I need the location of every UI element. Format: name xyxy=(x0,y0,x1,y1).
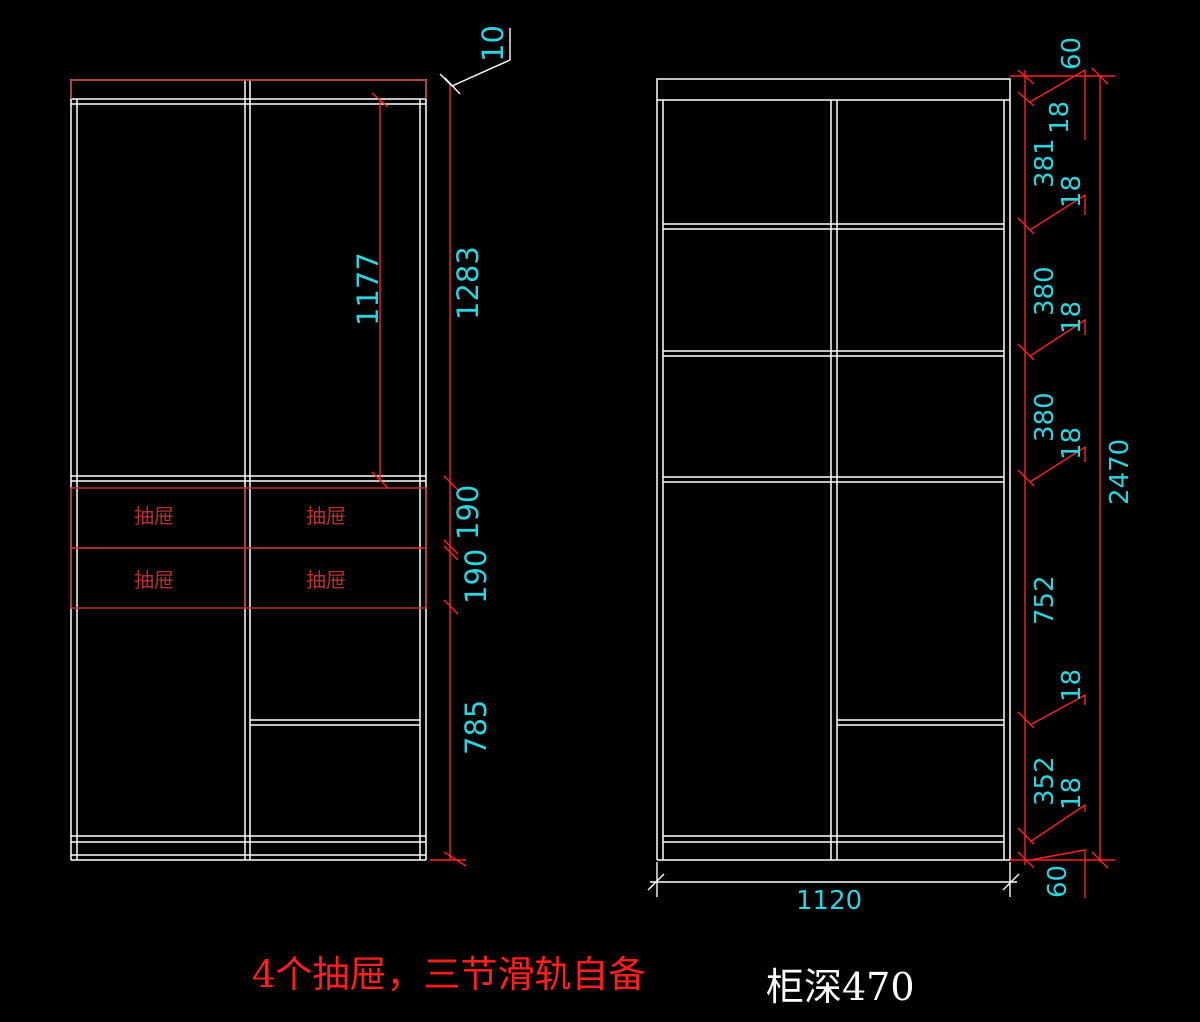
dim-inner-height: 1177 xyxy=(351,252,385,326)
width-dimension-line xyxy=(647,862,1020,897)
drawer-label-3: 抽屉 xyxy=(134,568,174,592)
dim-space-2: 380 xyxy=(1030,266,1060,316)
dim-board-4: 18 xyxy=(1057,427,1087,460)
dim-width: 1120 xyxy=(796,886,862,916)
dim-top-gap: 10 xyxy=(476,25,510,62)
top-gap-leader xyxy=(439,28,511,95)
left-crown xyxy=(70,79,427,100)
dim-lower-section: 785 xyxy=(459,700,493,755)
dim-bottom-60: 60 xyxy=(1043,865,1073,898)
left-drawers xyxy=(70,79,427,609)
left-dimension-lines xyxy=(371,84,467,867)
drawer-label-2: 抽屉 xyxy=(306,504,346,528)
dim-board-5: 18 xyxy=(1057,669,1087,702)
right-dimension-lines xyxy=(1010,67,1115,898)
dim-drawer-2: 190 xyxy=(459,549,493,604)
left-cabinet xyxy=(70,79,427,861)
dim-total-height: 2470 xyxy=(1105,439,1135,505)
right-cabinet xyxy=(656,78,1011,861)
drawer-row-2 xyxy=(70,547,427,609)
dim-top-60: 60 xyxy=(1057,37,1087,70)
drawer-label-1: 抽屉 xyxy=(134,504,174,528)
dim-drawer-1: 190 xyxy=(451,485,485,540)
caption-note: 4个抽屉，三节滑轨自备 xyxy=(252,953,646,996)
dim-board-6: 18 xyxy=(1057,777,1087,810)
dim-board-2: 18 xyxy=(1057,175,1087,208)
right-crown xyxy=(656,78,1011,101)
dim-upper-section: 1283 xyxy=(451,246,485,320)
dim-space-5: 352 xyxy=(1030,756,1060,806)
dim-space-4: 752 xyxy=(1030,575,1060,625)
drawer-row-1 xyxy=(70,487,427,549)
caption-depth: 柜深470 xyxy=(766,965,915,1009)
dim-space-1: 381 xyxy=(1030,138,1060,188)
dim-space-3: 380 xyxy=(1030,392,1060,442)
dim-board-3: 18 xyxy=(1057,301,1087,334)
drawer-label-4: 抽屉 xyxy=(306,568,346,592)
dim-board-1: 18 xyxy=(1045,101,1075,134)
